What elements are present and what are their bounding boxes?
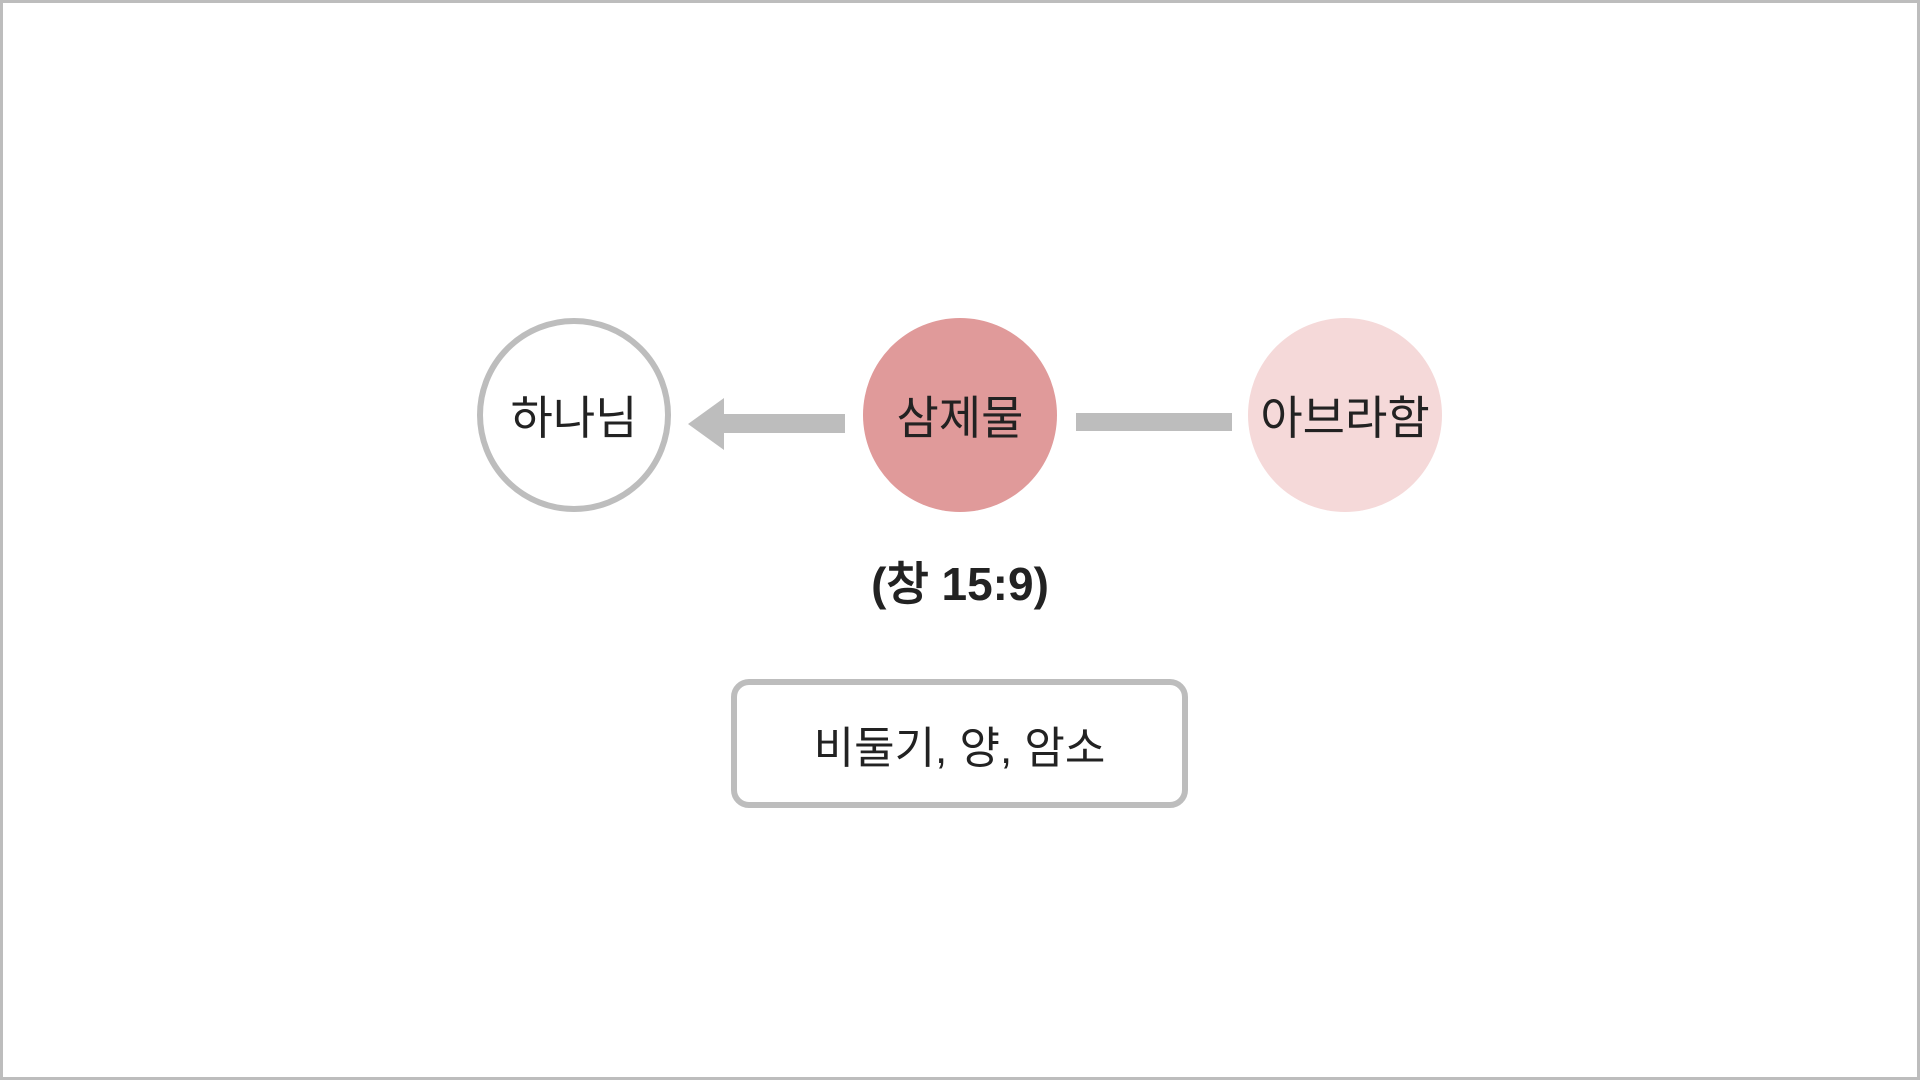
connector-line [1076, 413, 1232, 431]
arrow-left-icon [688, 398, 845, 450]
node-god: 하나님 [477, 318, 671, 512]
node-god-label: 하나님 [510, 392, 638, 444]
node-offering: 삼제물 [863, 318, 1057, 512]
node-abraham: 아브라함 [1248, 318, 1442, 512]
offering-items-box: 비둘기, 양, 암소 [731, 679, 1188, 808]
offering-items-text: 비둘기, 양, 암소 [813, 723, 1106, 773]
node-abraham-label: 아브라함 [1260, 392, 1430, 444]
scripture-reference: (창 15:9) [871, 558, 1049, 610]
node-offering-label: 삼제물 [896, 392, 1024, 444]
